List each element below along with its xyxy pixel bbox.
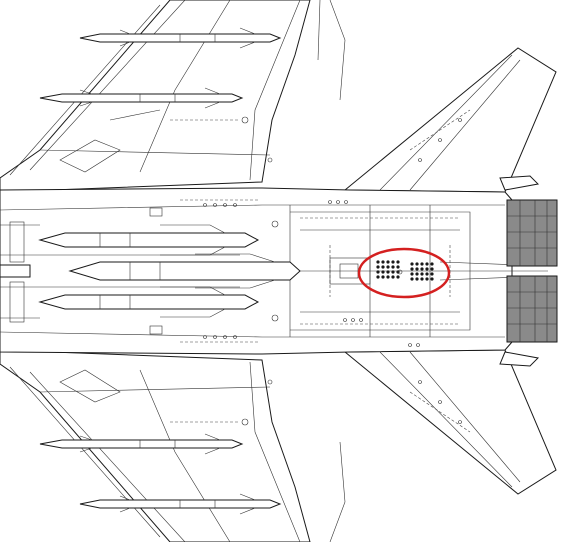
- lower-tailplane: [343, 349, 557, 495]
- ventral-fin-lower: [499, 351, 540, 367]
- vent-hole: [396, 260, 400, 264]
- vent-hole: [420, 262, 424, 266]
- vent-hole: [410, 277, 414, 281]
- vent-hole: [396, 275, 400, 279]
- vent-hole: [381, 275, 385, 279]
- vent-hole: [386, 270, 390, 274]
- vent-hole: [415, 272, 419, 276]
- vent-hole: [425, 267, 429, 271]
- vent-hole: [386, 275, 390, 279]
- access-panel: [329, 257, 371, 285]
- missile-fuselage-2: [68, 253, 301, 289]
- vent-hole: [381, 260, 385, 264]
- vent-hole: [420, 272, 424, 276]
- vent-hole: [391, 260, 395, 264]
- vent-hole: [376, 265, 380, 269]
- vent-hole: [415, 262, 419, 266]
- vent-hole: [415, 277, 419, 281]
- vent-hole: [381, 270, 385, 274]
- lower-nozzle: [506, 275, 558, 343]
- vent-hole: [410, 262, 414, 266]
- nose-stub: [0, 264, 31, 278]
- vent-hole: [415, 267, 419, 271]
- upper-nozzle: [506, 199, 558, 267]
- vent-hole: [386, 260, 390, 264]
- vent-hole: [391, 275, 395, 279]
- missile-lower-outer: [79, 493, 282, 515]
- missile-fuselage-1: [38, 224, 260, 256]
- vent-hole: [391, 270, 395, 274]
- vent-hole: [386, 265, 390, 269]
- upper-tailplane: [343, 47, 557, 193]
- vent-hole: [410, 267, 414, 271]
- vent-grid-right: [410, 262, 434, 281]
- vent-hole: [430, 267, 434, 271]
- missiles: [0, 27, 301, 515]
- vent-hole: [420, 277, 424, 281]
- vent-hole: [425, 272, 429, 276]
- missile-upper-inner: [39, 87, 244, 109]
- vent-hole: [425, 277, 429, 281]
- vent-hole: [430, 262, 434, 266]
- vent-hole: [376, 275, 380, 279]
- vent-hole: [420, 267, 424, 271]
- vent-grids: [376, 260, 434, 281]
- vent-hole: [376, 260, 380, 264]
- vent-hole: [425, 262, 429, 266]
- vent-hole: [376, 270, 380, 274]
- ventral-fin-upper: [499, 175, 540, 191]
- highlight-circle: [357, 247, 451, 299]
- vent-hole: [391, 265, 395, 269]
- vent-hole: [430, 272, 434, 276]
- engine-nozzles: [499, 175, 558, 367]
- vent-hole: [381, 265, 385, 269]
- vent-hole: [410, 272, 414, 276]
- missile-lower-inner: [39, 433, 244, 455]
- missile-upper-outer: [79, 27, 282, 49]
- missile-fuselage-3: [38, 286, 260, 318]
- vent-hole: [396, 265, 400, 269]
- vent-hole: [430, 277, 434, 281]
- vent-grid-left: [376, 260, 400, 279]
